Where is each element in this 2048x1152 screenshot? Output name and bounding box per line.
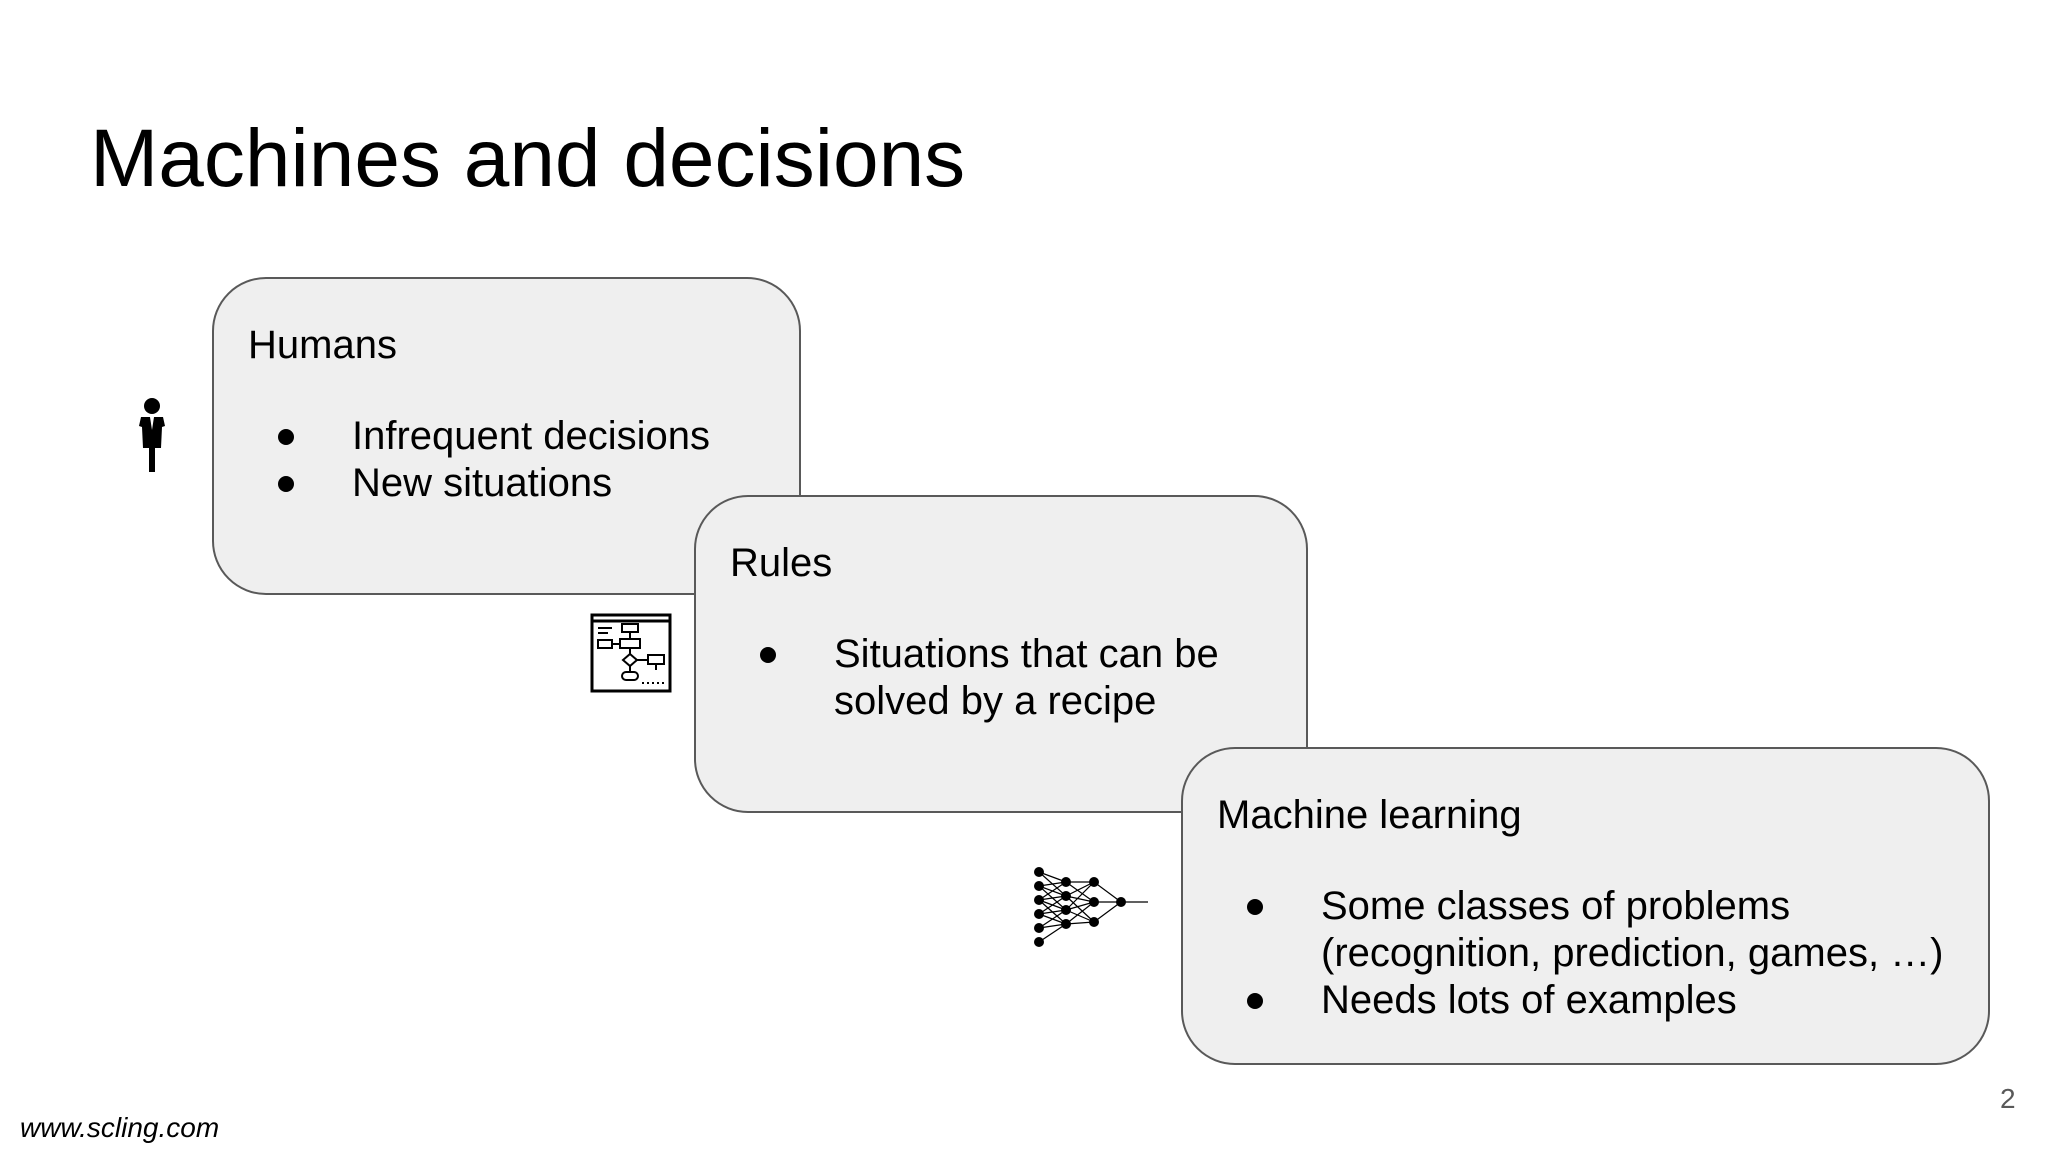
bullet-icon — [278, 429, 294, 445]
humans-card-heading: Humans — [248, 323, 397, 367]
footer-url: www.scling.com — [20, 1112, 220, 1143]
bullet-icon — [760, 647, 776, 663]
humans-card: Humans Infrequent decisions New situatio… — [212, 277, 801, 595]
list-item: New situations — [278, 460, 710, 507]
person-icon — [139, 398, 165, 472]
slide-title: Machines and decisions — [90, 113, 966, 204]
list-item: Infrequent decisions — [278, 413, 710, 460]
bullet-icon — [1247, 993, 1263, 1009]
machine-learning-bullet-list: Some classes of problems (recognition, p… — [1247, 883, 1944, 1024]
page-number: 2 — [2000, 1083, 2016, 1114]
bullet-icon — [278, 476, 294, 492]
neural-network-icon — [1034, 867, 1148, 947]
machine-learning-card-heading: Machine learning — [1217, 793, 1522, 837]
rules-bullet-list: Situations that can be solved by a recip… — [760, 631, 1219, 725]
list-item: Situations that can be solved by a recip… — [760, 631, 1219, 725]
bullet-icon — [1247, 899, 1263, 915]
rules-card-heading: Rules — [730, 541, 833, 585]
humans-bullet-list: Infrequent decisions New situations — [278, 413, 710, 507]
list-item: Some classes of problems (recognition, p… — [1247, 883, 1944, 977]
flowchart-icon — [590, 613, 672, 693]
machine-learning-card: Machine learning Some classes of problem… — [1181, 747, 1990, 1065]
list-item: Needs lots of examples — [1247, 977, 1944, 1024]
